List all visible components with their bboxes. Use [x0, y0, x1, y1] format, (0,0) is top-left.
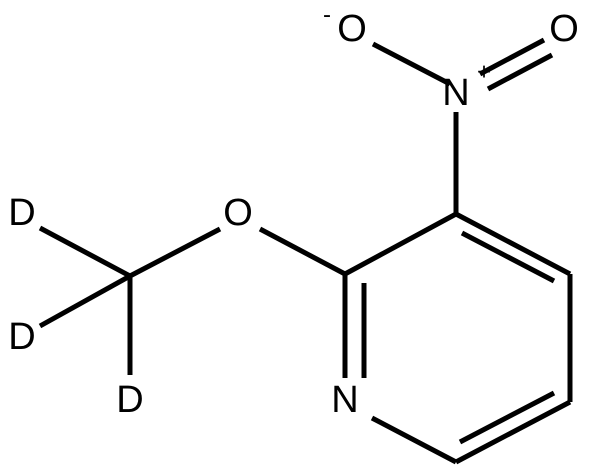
bond-n-odouble-2	[486, 52, 554, 92]
bond-c3-c4-inner	[460, 230, 556, 284]
bond-ominus-n	[371, 41, 452, 87]
bond-c2-oether	[258, 226, 347, 277]
negative-charge-label: -	[323, 1, 331, 28]
oxygen-minus-label: O	[337, 8, 367, 50]
bond-c5-c6-outer	[454, 399, 572, 465]
bond-c6-nring	[370, 415, 458, 465]
bond-c3-c4-outer	[454, 211, 572, 277]
bond-c-d2	[38, 273, 132, 329]
oxygen-double-label: O	[549, 8, 579, 50]
bond-oether-ch3	[128, 226, 222, 279]
bond-n-odouble-1	[478, 37, 546, 77]
deuterium-label-3: D	[116, 379, 143, 421]
nitro-nitrogen-label: N	[442, 72, 469, 114]
positive-charge-label: +	[477, 58, 491, 85]
bond-c5-c6-inner	[458, 390, 556, 445]
ether-oxygen-label: O	[223, 192, 253, 234]
bond-c2-c3	[343, 211, 458, 277]
ring-nitrogen-label: N	[331, 379, 358, 421]
deuterium-label-2: D	[8, 316, 35, 358]
bond-c-d1	[38, 225, 132, 279]
deuterium-label-1: D	[8, 192, 35, 234]
